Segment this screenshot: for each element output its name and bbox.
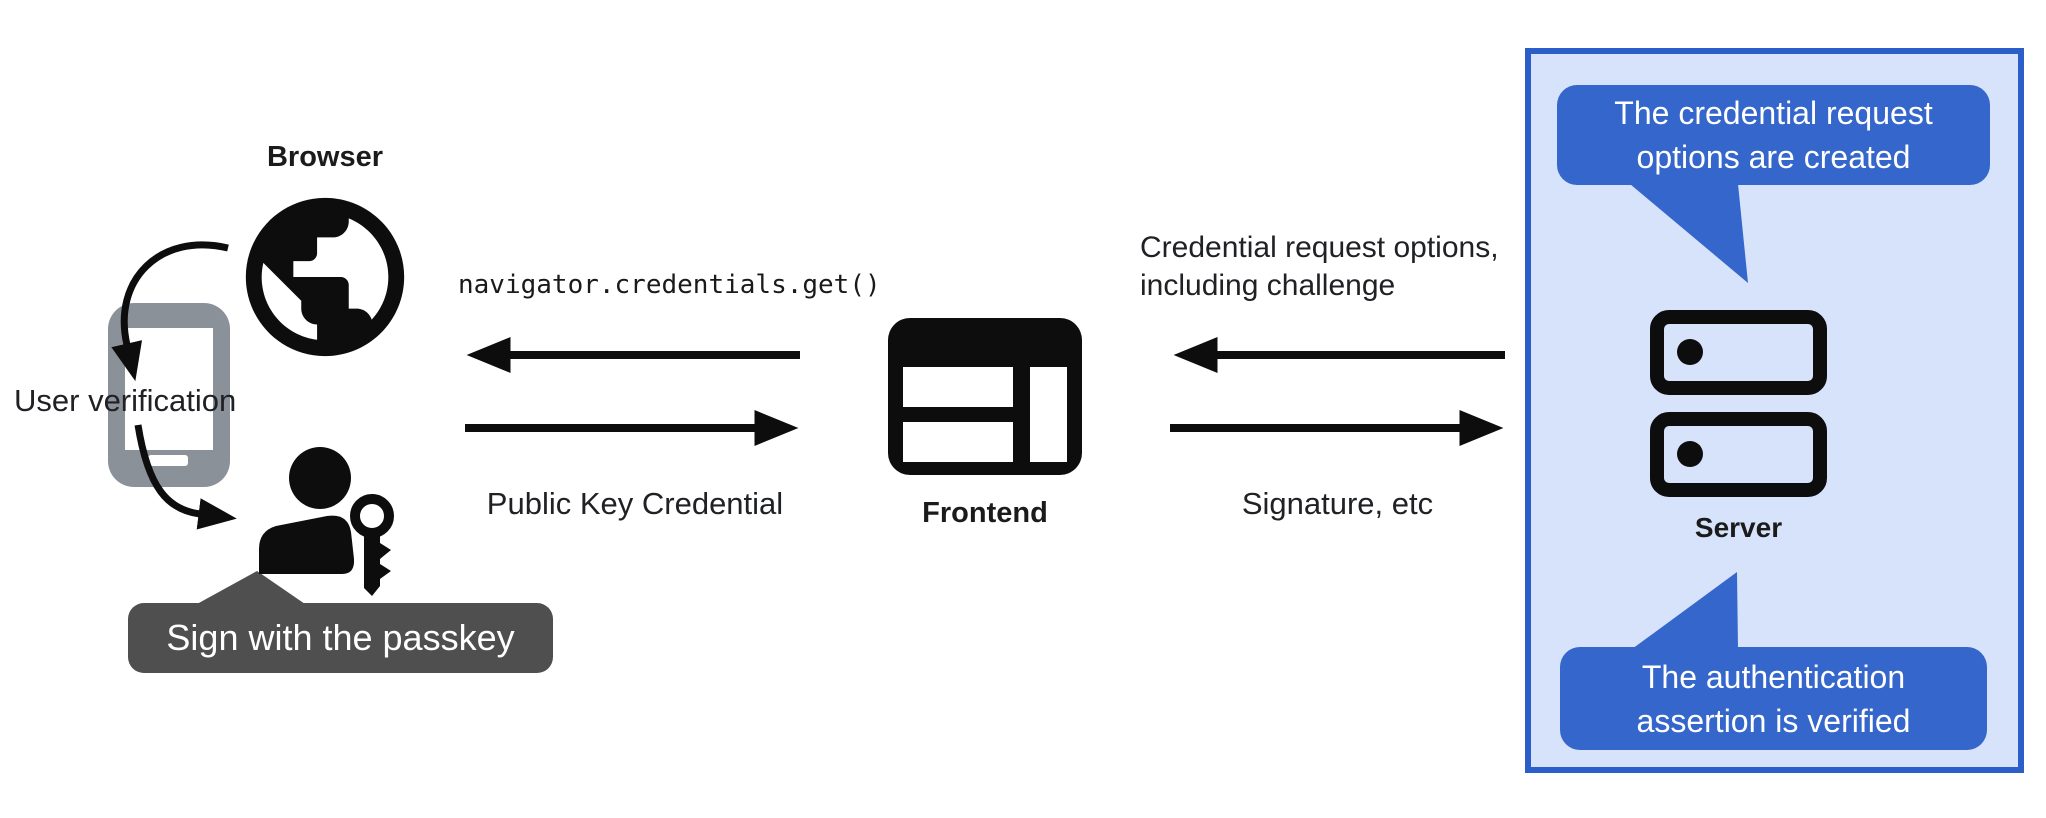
browser-window-icon bbox=[888, 318, 1082, 475]
passkey-tooltip: Sign with the passkey bbox=[128, 603, 553, 673]
credential-request-options-label: Credential request options, including ch… bbox=[1140, 229, 1499, 305]
credential-request-options-line2: including challenge bbox=[1140, 269, 1396, 302]
signature-label: Signature, etc bbox=[1241, 486, 1434, 521]
callout-bottom: The authentication assertion is verified bbox=[1560, 647, 1987, 750]
callout-bottom-line2: assertion is verified bbox=[1636, 702, 1911, 739]
server-stack-icon bbox=[1650, 310, 1827, 497]
server-label: Server bbox=[1694, 512, 1783, 543]
credential-request-options-line1: Credential request options, bbox=[1140, 231, 1499, 264]
tooltip-pointer bbox=[197, 571, 305, 604]
callout-top: The credential request options are creat… bbox=[1557, 85, 1990, 185]
browser-label: Browser bbox=[266, 141, 384, 173]
user-verification-label: User verification bbox=[14, 383, 237, 418]
globe-icon bbox=[245, 197, 405, 357]
navigator-call-label: navigator.credentials.get() bbox=[458, 270, 881, 300]
person-head bbox=[289, 447, 351, 509]
callout-top-line1: The credential request bbox=[1614, 95, 1933, 131]
callout-bottom-line1: The authentication bbox=[1641, 658, 1906, 695]
callout-top-line2: options are created bbox=[1636, 139, 1911, 175]
frontend-label: Frontend bbox=[922, 497, 1048, 529]
public-key-credential-label: Public Key Credential bbox=[486, 486, 784, 521]
key-bow bbox=[350, 494, 394, 538]
key-stem bbox=[364, 531, 391, 596]
person-body bbox=[259, 515, 355, 574]
person-with-key-icon bbox=[259, 447, 394, 596]
